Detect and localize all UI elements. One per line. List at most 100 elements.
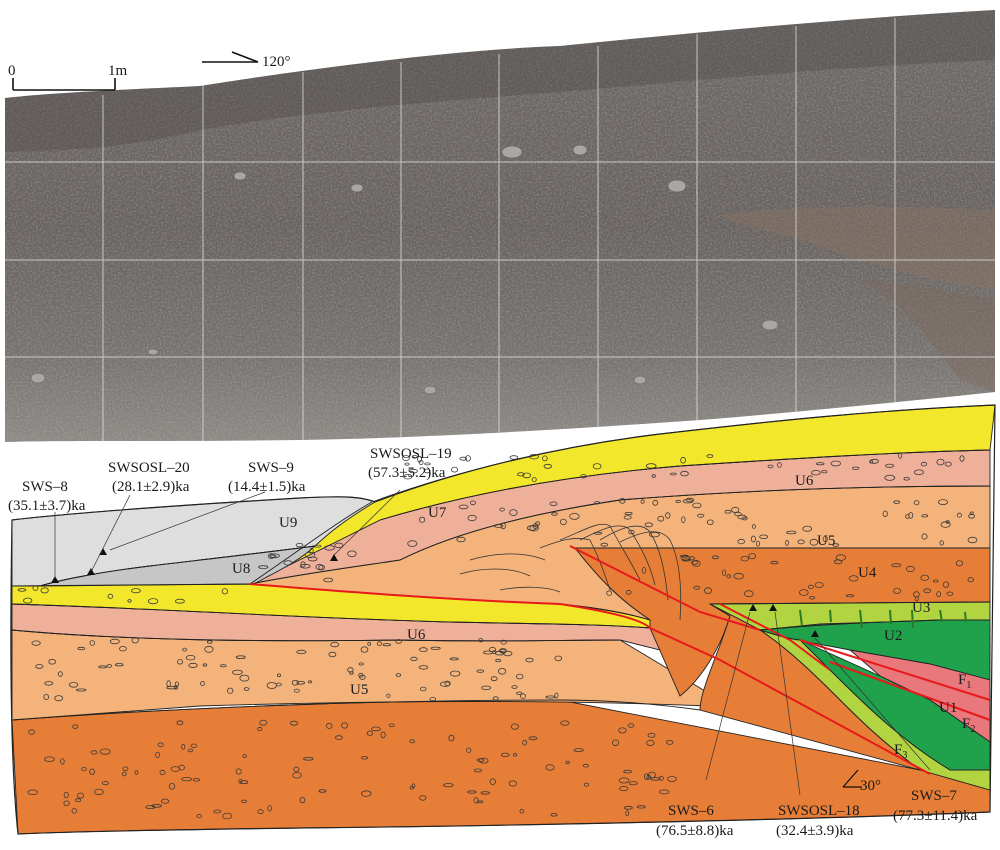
sample-sws7-id: SWS–7 xyxy=(911,788,957,804)
pebble xyxy=(913,500,920,506)
pebble xyxy=(628,781,638,786)
pebble xyxy=(944,461,952,467)
pebble xyxy=(807,584,814,590)
pebble xyxy=(923,588,932,594)
pebble xyxy=(525,657,534,663)
pebble xyxy=(35,664,44,669)
pebble xyxy=(476,669,485,673)
pebble xyxy=(395,673,402,677)
pebble xyxy=(367,642,372,646)
pebble xyxy=(490,676,498,682)
pebble xyxy=(240,799,247,803)
pebble xyxy=(307,556,318,562)
pebble xyxy=(106,664,112,668)
pebble xyxy=(411,783,416,789)
pebble xyxy=(628,529,635,535)
pebble xyxy=(57,671,63,677)
pebble xyxy=(43,694,49,701)
pebble xyxy=(809,538,819,546)
pebble xyxy=(188,662,198,668)
pebble xyxy=(347,550,357,558)
pebble xyxy=(328,651,337,658)
pebble xyxy=(682,499,694,504)
pebble xyxy=(921,533,928,540)
pebble xyxy=(737,514,747,520)
pebble xyxy=(967,536,978,544)
pebble xyxy=(388,723,395,728)
pebble xyxy=(641,567,647,574)
pebble xyxy=(569,513,580,520)
label-u3: U3 xyxy=(912,600,930,616)
pebble xyxy=(549,501,558,507)
pebble xyxy=(522,739,528,746)
pebble xyxy=(77,646,86,651)
pebble xyxy=(77,792,84,799)
pebble xyxy=(560,518,567,526)
pebble xyxy=(535,521,541,526)
sample-swsosl18-age: (32.4±3.9)ka xyxy=(776,823,854,839)
pebble xyxy=(370,726,381,732)
sample-swsosl19-id: SWSOSL–19 xyxy=(370,446,452,462)
pebble xyxy=(492,696,499,701)
pebble xyxy=(554,655,563,662)
pebble xyxy=(296,680,306,685)
pebble xyxy=(119,646,127,652)
pebble xyxy=(647,732,656,738)
pebble xyxy=(293,766,300,772)
pebble xyxy=(845,594,855,598)
pebble xyxy=(499,647,507,654)
fault-f2 xyxy=(829,661,991,721)
label-u5-upper: U5 xyxy=(817,533,835,549)
pebble xyxy=(40,587,49,594)
pebble xyxy=(465,455,471,462)
pebble xyxy=(289,720,298,726)
pebble xyxy=(134,770,139,775)
pebble xyxy=(882,510,888,517)
pebble xyxy=(476,800,484,804)
pebble xyxy=(469,500,476,506)
pebble xyxy=(276,673,281,678)
pebble xyxy=(266,682,278,689)
pebble xyxy=(830,460,842,467)
pebble xyxy=(169,782,176,790)
pebble xyxy=(267,805,272,812)
pebble xyxy=(519,808,524,814)
pebble xyxy=(166,685,177,690)
pebble xyxy=(334,735,343,740)
pebble xyxy=(659,789,670,795)
pebble xyxy=(467,514,477,522)
pebble xyxy=(706,454,714,458)
label-f1: F1 xyxy=(958,672,971,691)
pebble xyxy=(202,663,208,667)
pebble xyxy=(358,662,364,666)
pebble xyxy=(98,665,108,669)
pebble xyxy=(893,500,901,504)
pebble xyxy=(811,470,821,476)
pebble xyxy=(594,501,601,505)
pebble xyxy=(221,588,229,595)
pebble xyxy=(652,499,659,506)
pebble xyxy=(955,560,964,567)
pebble xyxy=(543,463,552,469)
pebble xyxy=(759,534,768,539)
pebble xyxy=(942,581,950,588)
pebble xyxy=(107,593,114,599)
pebble xyxy=(71,808,77,814)
pebble xyxy=(419,686,427,692)
pebble xyxy=(802,525,812,532)
pebble xyxy=(724,509,732,514)
pebble xyxy=(906,565,915,573)
pebble xyxy=(884,463,895,468)
pebble xyxy=(361,790,372,797)
pebble xyxy=(109,638,120,645)
pebble xyxy=(920,461,928,467)
pebble xyxy=(688,556,696,561)
pebble xyxy=(752,524,756,529)
sample-marker-swsosl18 xyxy=(769,604,777,611)
pebble xyxy=(89,768,95,775)
pebble xyxy=(959,455,965,462)
fault-f1 xyxy=(799,639,991,701)
pebble xyxy=(936,591,942,598)
orientation-indicator: 120° xyxy=(202,51,291,70)
pebble xyxy=(213,809,222,814)
